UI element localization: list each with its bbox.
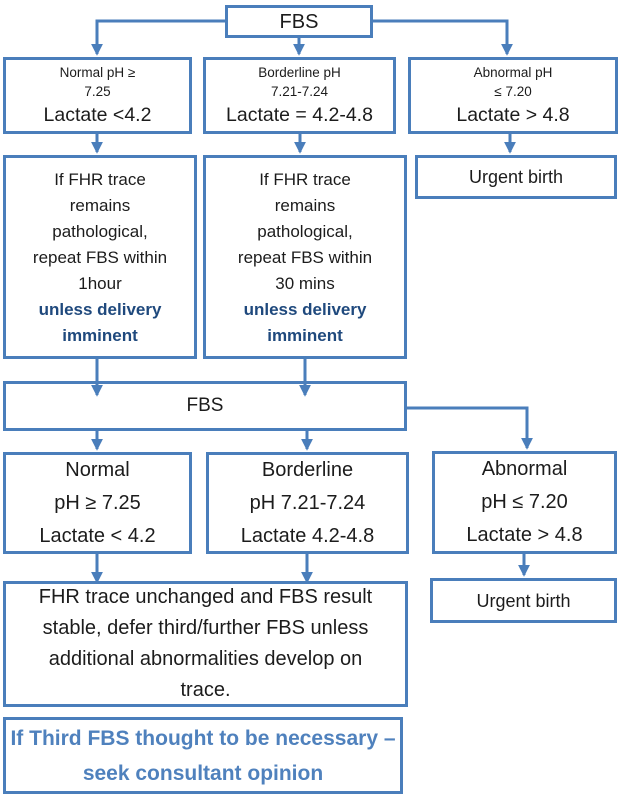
- node-line: pH 7.21-7.24: [249, 491, 366, 514]
- node-defer-further-fbs: FHR trace unchanged and FBS result stabl…: [3, 581, 408, 707]
- node-line: Borderline: [261, 458, 354, 481]
- node-line: Lactate 4.2-4.8: [240, 524, 375, 547]
- node-borderline-initial: Borderline pH 7.21-7.24 Lactate = 4.2-4.…: [203, 57, 396, 134]
- node-line: If FHR trace: [259, 170, 351, 189]
- node-fbs-initial: FBS: [225, 5, 373, 38]
- node-line: repeat FBS within: [237, 248, 373, 267]
- node-consultant-opinion: If Third FBS thought to be necessary – s…: [3, 717, 403, 794]
- node-line: Normal pH ≥: [59, 64, 136, 80]
- node-line: 1hour: [78, 274, 122, 293]
- node-borderline-repeat: Borderline pH 7.21-7.24 Lactate 4.2-4.8: [206, 452, 409, 554]
- node-line: FHR trace unchanged and FBS result: [38, 586, 373, 608]
- node-line: If FHR trace: [54, 170, 146, 189]
- node-abnormal-repeat: Abnormal pH ≤ 7.20 Lactate > 4.8: [432, 451, 617, 554]
- node-line: 7.25: [84, 83, 111, 99]
- lactate-value: Lactate = 4.2-4.8: [226, 103, 373, 126]
- emphasis-line: unless delivery: [38, 300, 162, 319]
- connector-fbs-to-abnormal: [373, 19, 513, 56]
- node-line: 7.21-7.24: [270, 83, 329, 99]
- node-line: trace.: [180, 679, 231, 701]
- node-line: Abnormal: [481, 458, 568, 480]
- urgent-birth-label: Urgent birth: [468, 167, 564, 187]
- node-fbs-repeat-label: FBS: [186, 395, 224, 416]
- node-line: remains: [274, 196, 336, 215]
- node-line: seek consultant opinion: [82, 761, 324, 785]
- node-line: repeat FBS within: [32, 248, 168, 267]
- node-line: Lactate > 4.8: [466, 524, 583, 546]
- node-fbs-repeat: FBS: [3, 381, 407, 431]
- node-line: pathological,: [52, 222, 148, 241]
- node-line: Abnormal pH: [473, 64, 553, 80]
- node-line: Lactate < 4.2: [39, 524, 156, 547]
- emphasis-line: imminent: [267, 326, 343, 345]
- emphasis-line: imminent: [62, 326, 138, 345]
- connector-fbs2-to-abnormal: [407, 406, 533, 450]
- node-line: pathological,: [257, 222, 353, 241]
- connector-fbs-to-normal: [91, 19, 225, 56]
- node-line: Normal: [65, 458, 130, 481]
- node-line: 30 mins: [275, 274, 335, 293]
- node-normal-repeat: Normal pH ≥ 7.25 Lactate < 4.2: [3, 452, 192, 554]
- node-line: remains: [69, 196, 131, 215]
- node-urgent-birth-initial: Urgent birth: [415, 155, 617, 199]
- node-line: stable, defer third/further FBS unless: [42, 617, 369, 639]
- emphasis-line: unless delivery: [243, 300, 367, 319]
- node-line: Borderline pH: [258, 64, 341, 80]
- lactate-value: Lactate <4.2: [43, 103, 152, 126]
- node-line: ≤ 7.20: [494, 83, 532, 99]
- node-abnormal-initial: Abnormal pH ≤ 7.20 Lactate > 4.8: [408, 57, 618, 134]
- node-line: pH ≥ 7.25: [54, 491, 141, 514]
- node-line: additional abnormalities develop on: [48, 648, 363, 670]
- node-normal-initial: Normal pH ≥ 7.25 Lactate <4.2: [3, 57, 192, 134]
- node-fbs-initial-label: FBS: [279, 10, 319, 33]
- node-line: If Third FBS thought to be necessary –: [10, 726, 396, 750]
- node-line: pH ≤ 7.20: [481, 491, 568, 513]
- node-repeat-fbs-30mins: If FHR trace remains pathological, repea…: [203, 155, 407, 359]
- urgent-birth-label: Urgent birth: [476, 590, 571, 611]
- lactate-value: Lactate > 4.8: [456, 103, 570, 126]
- node-repeat-fbs-1hour: If FHR trace remains pathological, repea…: [3, 155, 197, 359]
- node-urgent-birth-repeat: Urgent birth: [430, 578, 617, 623]
